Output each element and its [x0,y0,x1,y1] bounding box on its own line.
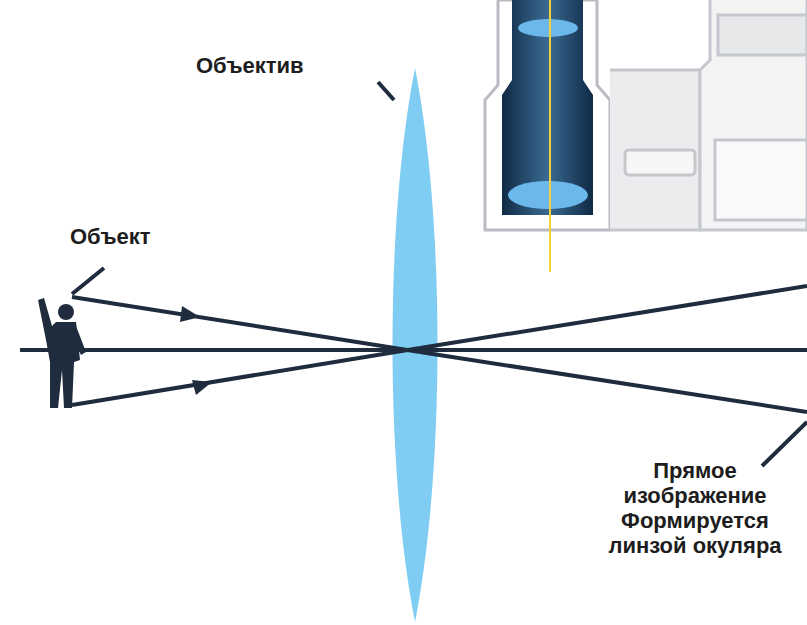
part-label: Объект [70,224,150,249]
ray-arrowheads [180,306,212,395]
binocular-drawing [485,0,807,272]
image-note: Прямое изображение Формируется линзой ок… [592,458,798,558]
leader-lines [72,82,807,466]
light-rays [20,286,807,412]
part-label: Объектив [196,53,304,78]
object-figure [38,298,86,408]
